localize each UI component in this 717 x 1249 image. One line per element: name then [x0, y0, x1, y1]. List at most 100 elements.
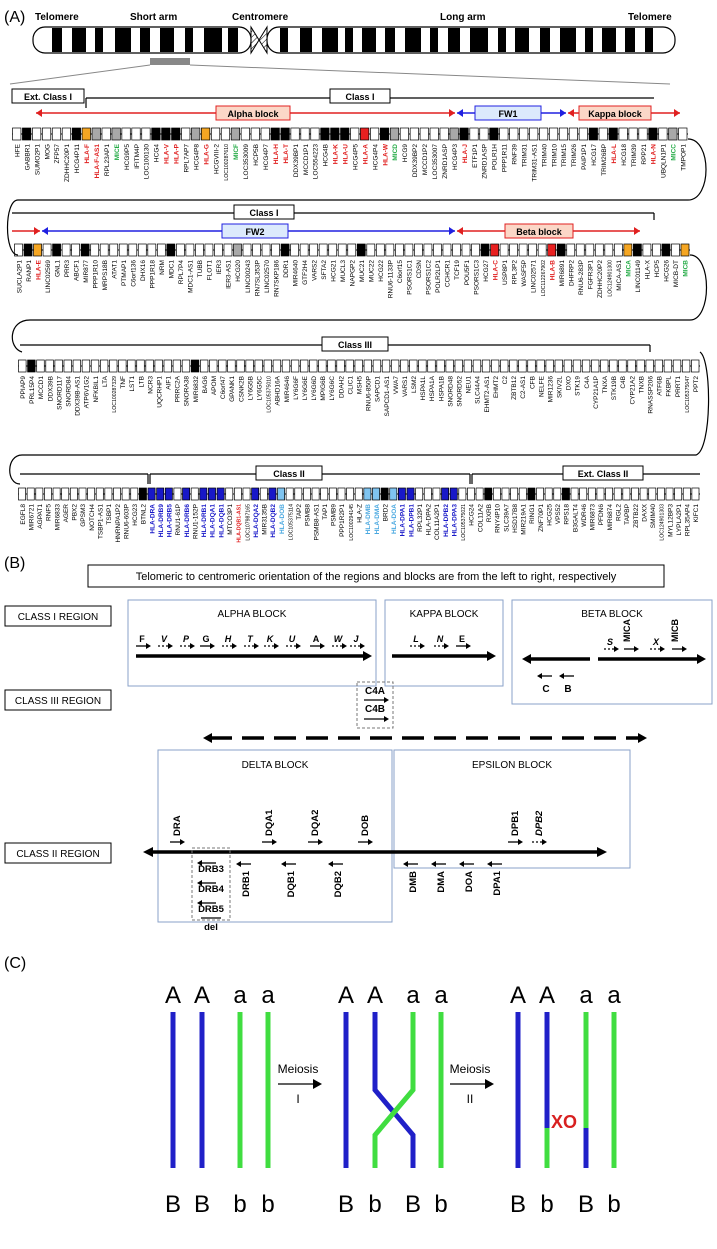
gene-label: RNASSP206	[647, 376, 654, 414]
delta-block-title: DELTA BLOCK	[242, 760, 309, 771]
gene-label: VWA7	[393, 376, 400, 395]
gene-marker-label: A	[313, 634, 320, 644]
gene-box	[458, 487, 467, 501]
gene-box	[261, 243, 271, 257]
gene-label: ZNRD1ASP	[482, 144, 489, 179]
gene-marker-label: H	[225, 634, 232, 644]
gene-label: UQCRHP1	[156, 376, 163, 408]
gene-box	[271, 243, 280, 257]
gene-box	[427, 359, 436, 373]
class3-region-label: CLASS III REGION	[15, 696, 101, 707]
gene-box	[691, 359, 700, 373]
gene-box	[69, 487, 78, 501]
gene-label: HCG4P3	[452, 144, 459, 170]
gene-label: LY6G6D	[311, 376, 318, 401]
gene-label: RXRB	[486, 504, 493, 522]
gene-label: FGFR3P1	[588, 260, 595, 290]
panel-a-label: (A)	[4, 9, 25, 26]
chromosome-band	[470, 28, 488, 52]
gene-box	[227, 359, 236, 373]
gene-box	[668, 127, 678, 141]
gene-box	[414, 243, 423, 257]
gene-box	[111, 127, 121, 141]
gene-label: RPL32P1	[417, 504, 424, 532]
gene-box	[433, 243, 442, 257]
gene-label: DDX39BP1	[293, 144, 300, 178]
gene-label: PSORS1C2	[426, 260, 433, 295]
gene-box	[254, 359, 263, 373]
allele-bottom-label: B	[165, 1191, 181, 1218]
gene-box	[285, 487, 294, 501]
gene-box	[481, 359, 491, 373]
c4a-gene: C4A	[365, 686, 385, 697]
gene-marker-label: X	[652, 637, 660, 647]
gene-label: HCG18	[621, 144, 628, 166]
gene-label: C4A	[584, 375, 591, 388]
allele-bottom-label: B	[194, 1191, 210, 1218]
gene-box	[99, 359, 109, 373]
beta-block-title: BETA BLOCK	[581, 609, 643, 620]
gene-box	[51, 127, 62, 141]
gene-marker-label: F	[139, 634, 145, 644]
gene-label: B3GALT4	[572, 504, 579, 532]
gene-label: ZBTB22	[633, 504, 640, 528]
gene-box	[648, 127, 658, 141]
gene-label: PPP1R11	[502, 144, 509, 172]
gene-label: BTNL2	[141, 504, 148, 525]
gene-box	[638, 127, 648, 141]
gene-box	[156, 487, 165, 501]
chromosome-band	[280, 28, 288, 52]
gene-box	[618, 359, 627, 373]
chromosome-band	[362, 28, 376, 52]
gene-label: SMIM40	[650, 504, 657, 529]
gene-marker-label: DRB1	[241, 870, 252, 897]
gene-label: SNORD48	[447, 376, 454, 407]
gene-box	[500, 359, 509, 373]
gene-box	[372, 487, 380, 501]
allele-bottom-label: b	[607, 1191, 620, 1218]
gene-label: MICB-DT	[673, 260, 680, 287]
gene-label: HLA-G	[203, 144, 210, 165]
gene-label: MICA	[626, 260, 633, 277]
gene-label: DXO	[566, 376, 573, 390]
gene-box	[399, 127, 409, 141]
gene-label: ZNF70P1	[538, 504, 545, 532]
gene-marker-label: DOB	[360, 815, 371, 836]
gene-box	[604, 243, 614, 257]
gene-label: HCG9	[402, 144, 409, 162]
gene-label: HLA-DQB1	[218, 504, 225, 538]
chromosome-band	[160, 28, 174, 52]
gene-box	[52, 487, 61, 501]
gene-label: RNU6-1133P	[388, 260, 395, 298]
gene-label: LYPLA2P1	[676, 504, 683, 536]
gene-box	[27, 359, 36, 373]
gene-box	[441, 487, 449, 501]
gene-label: GPSM3	[80, 504, 87, 527]
gene-box	[99, 243, 109, 257]
gene-label: HCP5	[654, 260, 661, 278]
gene-box	[147, 243, 157, 257]
gene-label: HCG4P8	[193, 144, 200, 170]
gene-box	[18, 487, 26, 501]
gene-label: MICF	[233, 144, 240, 160]
gene-box	[636, 359, 645, 373]
gene-label: LY6G6C	[329, 376, 336, 401]
gene-label: HCG23	[132, 504, 139, 526]
gene-box	[581, 359, 591, 373]
gene-label: PSORS1C1	[407, 260, 414, 295]
gene-marker-label: B	[564, 684, 571, 695]
gene-label: ABHD16A	[275, 375, 282, 405]
gene-box	[469, 127, 479, 141]
gene-label: LOC100130	[144, 144, 151, 179]
chromosome-band	[405, 28, 421, 52]
gene-box	[320, 487, 329, 501]
gene-marker-label: V	[161, 634, 168, 644]
meiosis-step1-label: Meiosis	[278, 1062, 319, 1076]
gene-label: MUC21	[359, 260, 366, 282]
gene-label: MPIG6B	[320, 376, 327, 401]
chromosome-band	[300, 28, 312, 52]
gene-box	[166, 243, 176, 257]
gene-box	[300, 359, 309, 373]
